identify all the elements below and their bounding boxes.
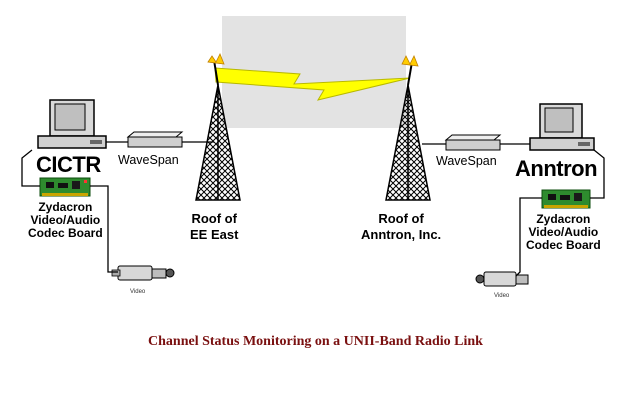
right-roof-label: Roof of Anntron, Inc. bbox=[361, 211, 441, 243]
lightning-link-icon bbox=[214, 67, 411, 101]
right-roof-label-line1: Roof of bbox=[378, 211, 424, 226]
video-camera-icon bbox=[475, 271, 529, 287]
left-codec-label-line2: Video/Audio bbox=[30, 213, 101, 227]
modem-icon bbox=[444, 134, 502, 151]
right-camera-label: Video bbox=[494, 293, 510, 299]
left-camera-label: Video bbox=[130, 289, 146, 295]
computer-icon bbox=[529, 103, 595, 151]
modem-icon bbox=[126, 131, 184, 148]
right-roof-label-line2: Anntron, Inc. bbox=[361, 227, 442, 242]
computer-icon bbox=[37, 99, 107, 149]
right-site-name: Anntron bbox=[515, 156, 598, 181]
codec-board-icon bbox=[541, 189, 591, 209]
right-codec-label: Zydacron Video/Audio Codec Board bbox=[526, 213, 601, 252]
right-codec-label-line2: Video/Audio bbox=[528, 225, 599, 239]
left-roof-label-line1: Roof of bbox=[191, 211, 237, 226]
left-roof-label: Roof of EE East bbox=[190, 211, 238, 243]
video-camera-icon bbox=[111, 265, 175, 281]
right-codec-label-line1: Zydacron bbox=[536, 212, 591, 226]
left-site-name: CICTR bbox=[36, 152, 101, 177]
diagram-caption: Channel Status Monitoring on a UNII-Band… bbox=[148, 334, 483, 349]
codec-board-icon bbox=[39, 177, 91, 197]
left-codec-label: Zydacron Video/Audio Codec Board bbox=[28, 201, 103, 240]
right-codec-label-line3: Codec Board bbox=[526, 238, 601, 252]
right-modem-label: WaveSpan bbox=[436, 154, 497, 168]
radio-tower-icon bbox=[385, 55, 431, 201]
left-codec-label-line1: Zydacron bbox=[38, 200, 93, 214]
left-roof-label-line2: EE East bbox=[190, 227, 239, 242]
radio-tower-icon bbox=[195, 53, 241, 201]
left-modem-label: WaveSpan bbox=[118, 153, 179, 167]
left-codec-label-line3: Codec Board bbox=[28, 226, 103, 240]
connection-lines bbox=[21, 141, 605, 277]
